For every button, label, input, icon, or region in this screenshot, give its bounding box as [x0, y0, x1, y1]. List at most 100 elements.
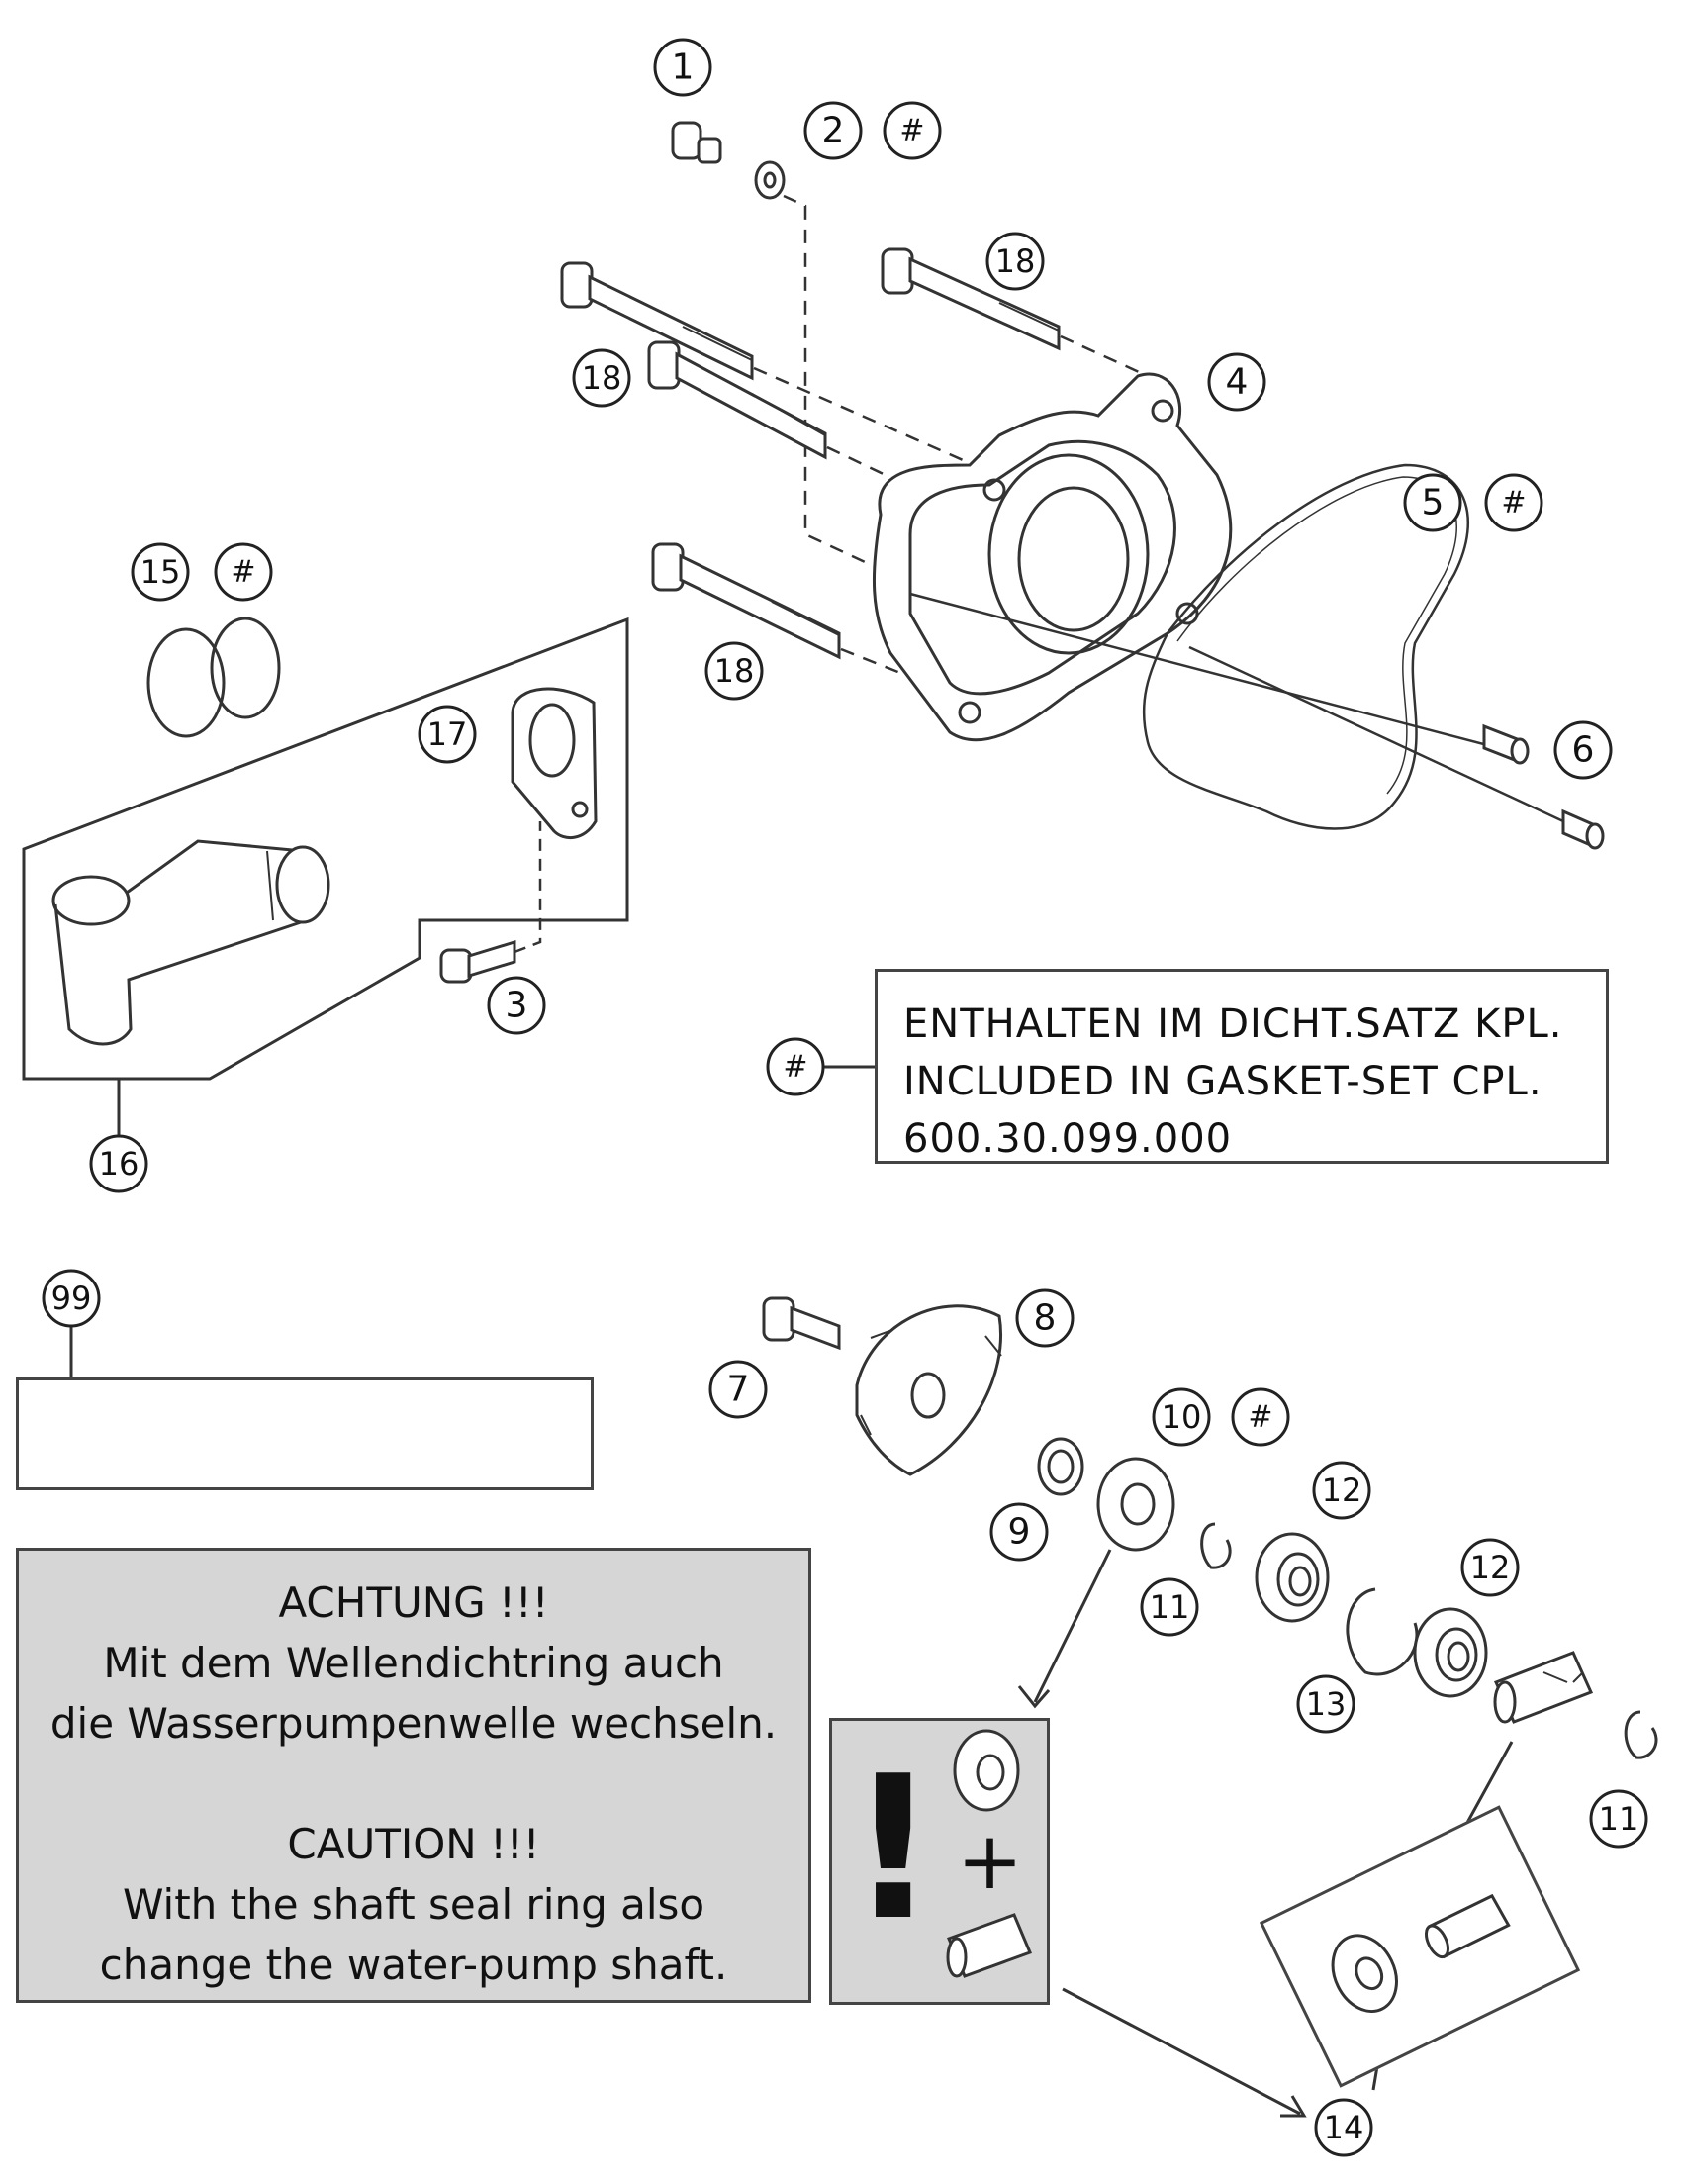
- gasket-note-line-de: ENTHALTEN IM DICHT.SATZ KPL.: [903, 1001, 1563, 1047]
- bolt-part-18-middle: [647, 340, 827, 460]
- callout-18-upper: [572, 348, 631, 408]
- callout-13: [1296, 1674, 1355, 1734]
- callout-9: [989, 1502, 1049, 1562]
- callout-4: [1207, 352, 1266, 412]
- callout-label-13: 13: [1306, 1685, 1347, 1723]
- elbow-assembly-outline: [22, 617, 629, 1081]
- shaft-seal-part-10: [1096, 1457, 1175, 1552]
- callout-label-18: 18: [582, 359, 622, 397]
- pump-cover-part-4: [872, 372, 1233, 742]
- o-ring-part-5: [1142, 463, 1469, 830]
- o-ring-part-15: [146, 617, 281, 738]
- kit-14-contents: [1331, 1893, 1511, 2013]
- callout-17: [418, 705, 477, 764]
- callout-label-hash: #: [1501, 486, 1526, 521]
- callout-15-hash: [214, 542, 273, 602]
- plus-sign: +: [957, 1815, 1024, 1907]
- bearing-part-12-upper: [1255, 1532, 1330, 1623]
- caution-title-de: ACHTUNG !!!: [278, 1578, 549, 1627]
- callout-6: [1553, 720, 1613, 780]
- gasket-part-17: [511, 687, 598, 840]
- callout-12-upper: [1312, 1461, 1371, 1520]
- bolt-part-3: [439, 821, 542, 984]
- callout-1: [653, 38, 712, 97]
- bearing-part-12-lower: [1413, 1607, 1488, 1698]
- callout-99: [42, 1269, 101, 1328]
- callout-label-6: 6: [1572, 730, 1595, 771]
- callout-label-12: 12: [1470, 1549, 1511, 1586]
- bolt-part-18-lower: [651, 542, 841, 660]
- callout-10-hash: [1231, 1387, 1290, 1447]
- bolt-part-18-upper: [560, 261, 754, 381]
- callout-label-17: 17: [427, 715, 468, 753]
- callout-8: [1015, 1288, 1075, 1348]
- callout-10: [1152, 1387, 1211, 1447]
- caution-text-de-1: Mit dem Wellendichtring auch: [103, 1639, 724, 1687]
- callout-2: [803, 101, 863, 160]
- gasket-note-line-en: INCLUDED IN GASKET-SET CPL.: [903, 1059, 1542, 1104]
- bolt-part-7: [762, 1296, 841, 1351]
- callout-5: [1403, 473, 1462, 532]
- callout-7: [708, 1360, 768, 1419]
- callout-label-hash: #: [231, 555, 255, 590]
- coolant-elbow-part-16: [51, 839, 330, 1046]
- callout-label-11: 11: [1150, 1588, 1190, 1626]
- callout-label-99: 99: [51, 1280, 92, 1317]
- callout-3: [487, 976, 546, 1035]
- callout-label-12: 12: [1322, 1472, 1362, 1509]
- caution-box: ACHTUNG !!! Mit dem Wellendichtring auch…: [16, 1548, 811, 2003]
- kit-14-box: [1259, 1805, 1581, 2088]
- caution-title-en: CAUTION !!!: [287, 1820, 540, 1868]
- callout-label-18: 18: [714, 652, 755, 690]
- kit-99-box: [16, 1377, 594, 1490]
- callout-label-hash: #: [899, 114, 924, 148]
- callout-16: [89, 1134, 148, 1193]
- callout-label-8: 8: [1034, 1298, 1057, 1339]
- assembly-leader-line: [783, 194, 891, 576]
- callout-12-lower: [1460, 1538, 1520, 1597]
- gasket-set-note: ENTHALTEN IM DICHT.SATZ KPL. INCLUDED IN…: [875, 969, 1609, 1164]
- caution-text-en-1: With the shaft seal ring also: [122, 1880, 705, 1929]
- callout-11-upper: [1140, 1577, 1199, 1637]
- callout-label-hash: #: [1248, 1400, 1272, 1435]
- callout-label-9: 9: [1008, 1512, 1031, 1553]
- impeller-part-8: [855, 1304, 1002, 1476]
- pump-shaft-part: [1493, 1651, 1594, 1724]
- gasket-note-part-number: 600.30.099.000: [903, 1116, 1233, 1162]
- circlip-part-11-upper: [1200, 1522, 1232, 1569]
- callout-11-lower: [1589, 1789, 1648, 1849]
- callout-label-2: 2: [822, 111, 845, 151]
- callout-label-7: 7: [727, 1370, 750, 1410]
- callout-label-18: 18: [995, 242, 1036, 280]
- circlip-part-13: [1346, 1587, 1419, 1676]
- caution-text-de-2: die Wasserpumpenwelle wechseln.: [49, 1699, 778, 1748]
- callout-label-11: 11: [1599, 1800, 1639, 1838]
- washer-part-9: [1037, 1437, 1084, 1496]
- callout-5-hash: [1484, 473, 1543, 532]
- washer-part-2: [754, 160, 786, 200]
- callout-label-15: 15: [140, 553, 181, 591]
- callout-hash-note: [766, 1037, 825, 1096]
- bolt-part-18-top: [881, 247, 1061, 351]
- exclamation-mark: !: [848, 1734, 939, 1964]
- callout-18-lower: [704, 641, 764, 701]
- callout-label-1: 1: [672, 47, 695, 88]
- callout-label-hash: #: [783, 1050, 807, 1085]
- circlip-part-11-lower: [1624, 1710, 1658, 1759]
- exclamation-box: ! +: [829, 1718, 1050, 2005]
- callout-label-5: 5: [1422, 483, 1445, 523]
- callout-2-hash: [883, 101, 942, 160]
- seal-and-shaft-icons: [946, 1729, 1032, 1978]
- callout-label-10: 10: [1162, 1398, 1202, 1436]
- callout-label-3: 3: [506, 986, 528, 1026]
- caution-text-en-2: change the water-pump shaft.: [99, 1941, 728, 1989]
- bolt-part-1: [671, 121, 722, 164]
- callout-15: [131, 542, 190, 602]
- callout-18-top: [985, 232, 1045, 291]
- callout-label-4: 4: [1226, 362, 1249, 403]
- dowel-sleeve-part-6: [1188, 645, 1605, 850]
- callout-label-14: 14: [1324, 2109, 1364, 2146]
- callout-14: [1314, 2098, 1373, 2157]
- callout-label-16: 16: [99, 1145, 140, 1183]
